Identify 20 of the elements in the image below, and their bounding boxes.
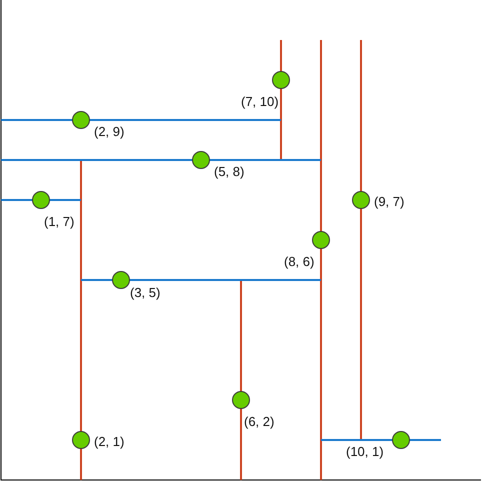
point-marker xyxy=(392,431,410,449)
coordinate-label: (2, 9) xyxy=(94,124,124,139)
point-marker xyxy=(232,391,250,409)
point-marker xyxy=(352,191,370,209)
coordinate-label: (1, 7) xyxy=(44,214,74,229)
coordinate-label: (7, 10) xyxy=(241,94,279,109)
point-marker xyxy=(272,71,290,89)
coordinate-label: (10, 1) xyxy=(346,444,384,459)
coordinate-label: (9, 7) xyxy=(374,194,404,209)
point-marker xyxy=(72,431,90,449)
point-marker xyxy=(312,231,330,249)
coordinate-label: (6, 2) xyxy=(244,414,274,429)
coordinate-label: (5, 8) xyxy=(214,164,244,179)
coordinate-label: (8, 6) xyxy=(284,254,314,269)
point-marker xyxy=(72,111,90,129)
coordinate-label: (2, 1) xyxy=(94,434,124,449)
point-marker xyxy=(192,151,210,169)
point-marker xyxy=(32,191,50,209)
coordinate-label: (3, 5) xyxy=(130,285,160,300)
point-marker xyxy=(112,271,130,289)
